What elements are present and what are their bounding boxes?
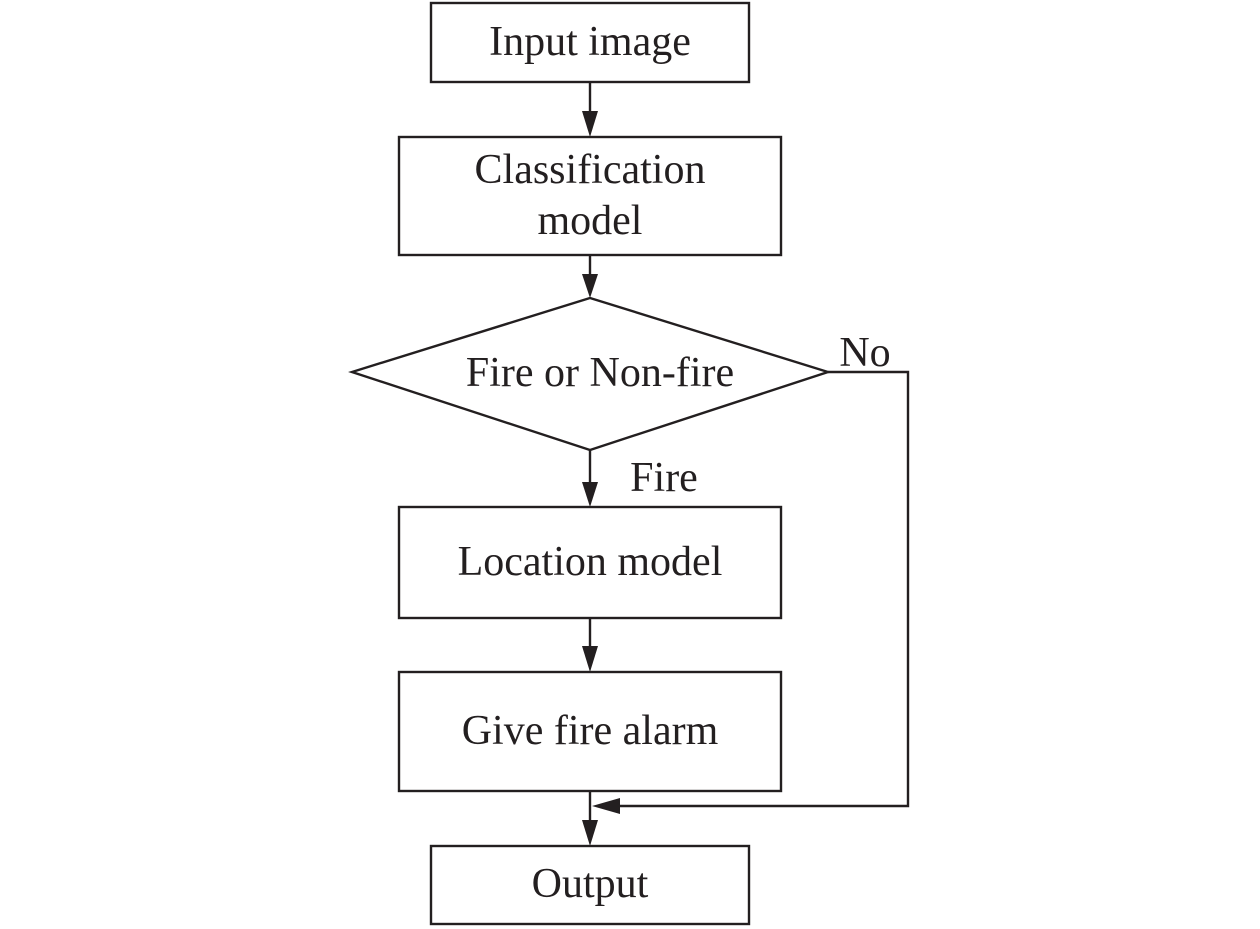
node-decision-label: Fire or Non-fire (466, 350, 734, 396)
node-location-model-box (397, 505, 783, 620)
arrowhead-icon (592, 798, 620, 814)
node-location-model-label: Location model (458, 539, 723, 585)
node-classification-model-box (397, 135, 783, 257)
node-output: Output (429, 844, 751, 926)
arrowhead-icon (582, 646, 598, 672)
edge-decision-no-to-output: No (592, 330, 910, 814)
node-give-fire-alarm-label: Give fire alarm (462, 708, 719, 754)
node-location-model: Location model (397, 505, 783, 620)
edge-classification-to-decision (582, 255, 598, 298)
arrowhead-icon (582, 274, 598, 298)
node-input-image-label: Input image (489, 19, 691, 65)
node-decision-fire-or-non-fire: Fire or Non-fire (348, 296, 832, 452)
node-give-fire-alarm-box (397, 670, 783, 793)
node-input-image-box (429, 1, 751, 84)
edge-line (618, 370, 910, 808)
node-give-fire-alarm: Give fire alarm (397, 670, 783, 793)
node-classification-model-line2: model (538, 198, 643, 244)
edge-input-to-classification (582, 82, 598, 137)
node-classification-model-line1: Classification (475, 147, 706, 193)
edge-alarm-to-output (582, 791, 598, 846)
arrowhead-icon (582, 820, 598, 846)
edge-decision-to-location: Fire (582, 450, 698, 507)
arrowhead-icon (582, 111, 598, 137)
edge-label-no: No (839, 330, 890, 376)
edge-location-to-alarm (582, 618, 598, 672)
node-input-image: Input image (429, 1, 751, 84)
node-output-label: Output (532, 861, 649, 907)
node-classification-model: Classification model (397, 135, 783, 257)
arrowhead-icon (582, 482, 598, 507)
edge-label-fire: Fire (630, 455, 698, 501)
node-output-box (429, 844, 751, 926)
